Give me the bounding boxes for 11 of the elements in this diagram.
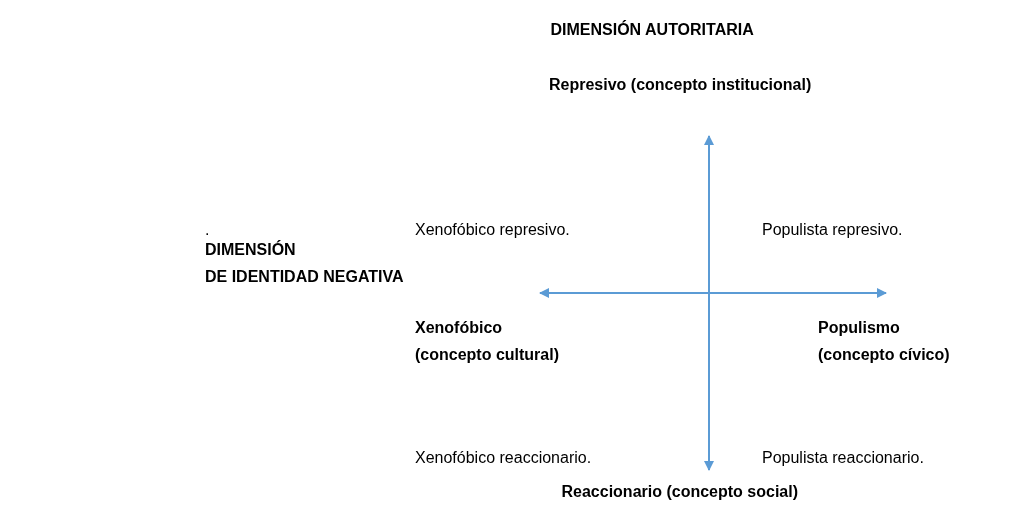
axis-label: Xenofóbico (concepto cultural) [415,318,559,365]
dot-mark: . [205,220,210,240]
quadrant-label: Populista represivo. [762,220,903,240]
axis-title: DIMENSIÓN DE IDENTIDAD NEGATIVA [205,239,404,287]
axis-title: DIMENSIÓN AUTORITARIA [550,19,754,40]
quadrant-label: Xenofóbico reaccionario. [415,448,592,468]
quadrant-label: Xenofóbico represivo. [415,220,570,240]
axis-label: Reaccionario (concepto social) [561,482,798,502]
axis-label: Populismo (concepto cívico) [818,318,950,365]
quadrant-label: Populista reaccionario. [762,448,924,468]
axis-label: Represivo (concepto institucional) [549,75,812,95]
